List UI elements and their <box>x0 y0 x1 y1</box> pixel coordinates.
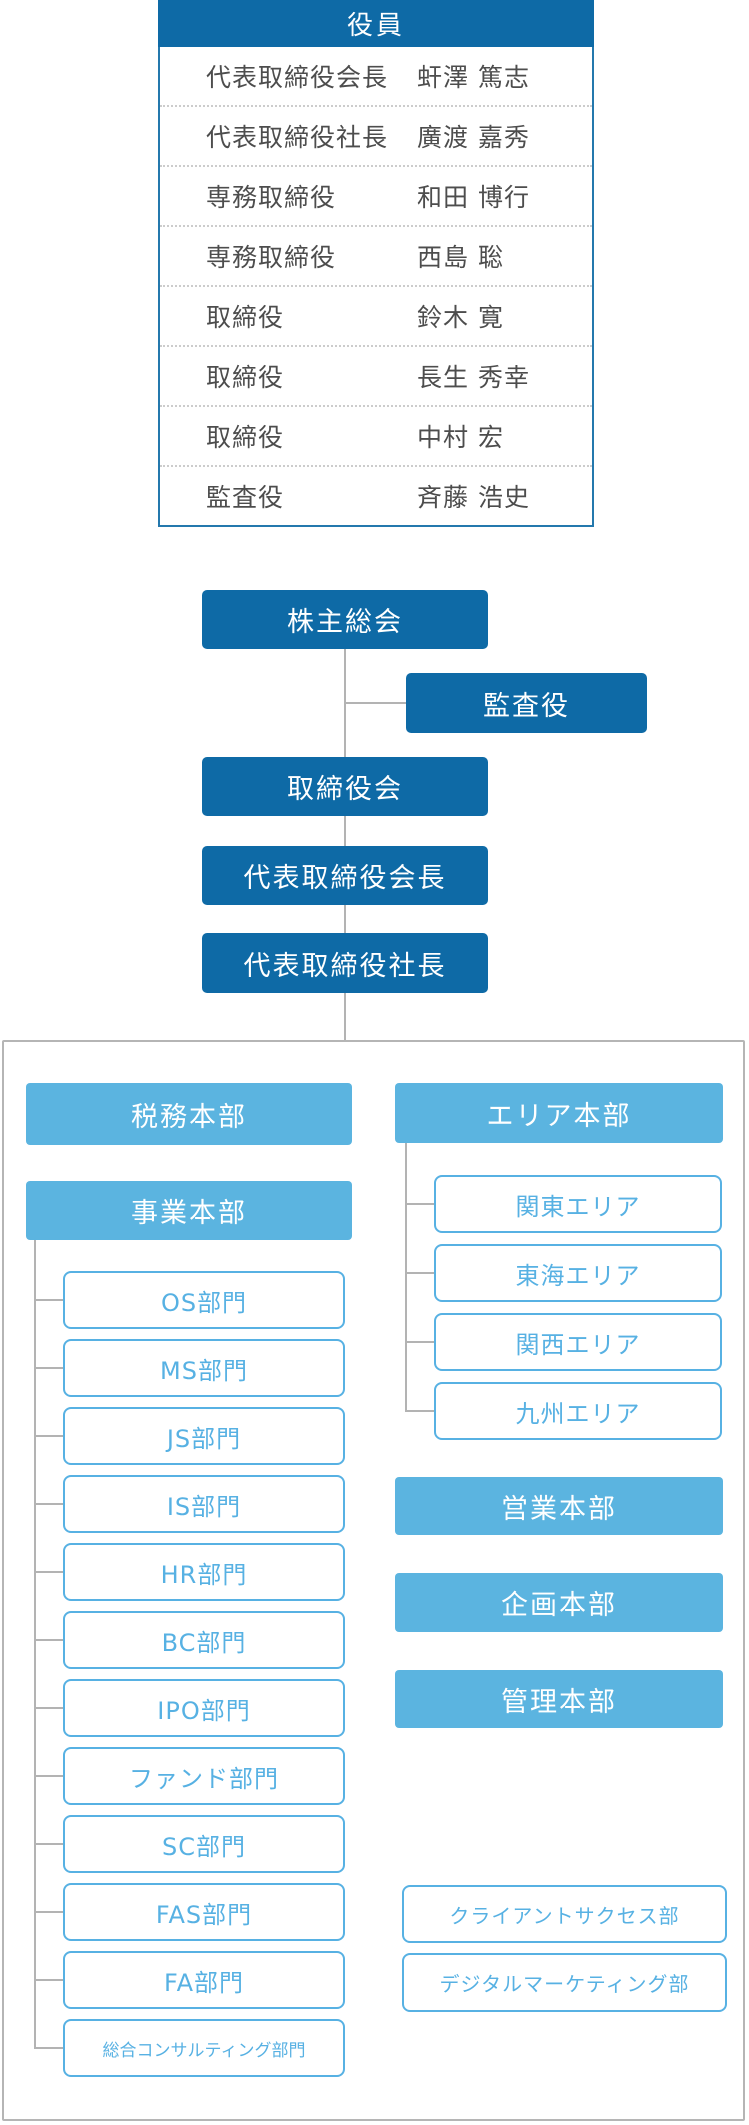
connector-elbow <box>405 1410 434 1412</box>
officers-table-header: 役員 <box>158 0 594 47</box>
table-row: 取締役 長生 秀幸 <box>160 347 592 407</box>
officer-role: 取締役 <box>206 303 285 332</box>
department-box: FA部門 <box>34 1951 345 2009</box>
connector-elbow <box>34 1435 63 1437</box>
officer-role: 専務取締役 <box>206 183 337 212</box>
department-label: 総合コンサルティング部門 <box>102 2040 306 2061</box>
officer-name: 西島 聡 <box>417 243 504 272</box>
admin-hq-box: 管理本部 <box>395 1670 723 1728</box>
connector-elbow <box>34 2047 63 2049</box>
table-row: 代表取締役会長 虷澤 篤志 <box>160 47 592 107</box>
area-box: 東海エリア <box>405 1244 722 1302</box>
digital-marketing-dept-box: デジタルマーケティング部 <box>402 1953 727 2012</box>
department-label: FAS部門 <box>155 1900 253 1929</box>
connector-trunk <box>34 1240 36 2048</box>
connector-elbow <box>34 1571 63 1573</box>
table-row: 取締役 鈴木 寛 <box>160 287 592 347</box>
shareholders-meeting-box: 株主総会 <box>202 590 488 649</box>
officer-role: 代表取締役会長 <box>206 63 389 92</box>
connector <box>344 905 346 933</box>
area-box: 九州エリア <box>405 1382 722 1440</box>
department-label: HR部門 <box>160 1560 248 1589</box>
connector-elbow <box>405 1203 434 1205</box>
department-box: OS部門 <box>34 1271 345 1329</box>
officer-name: 斉藤 浩史 <box>417 483 530 512</box>
connector-elbow <box>34 1639 63 1641</box>
officer-name: 長生 秀幸 <box>417 363 530 392</box>
area-label: 九州エリア <box>515 1399 641 1428</box>
department-box: IS部門 <box>34 1475 345 1533</box>
officer-role: 監査役 <box>206 483 285 512</box>
connector-elbow <box>34 1299 63 1301</box>
department-box: HR部門 <box>34 1543 345 1601</box>
business-hq-box: 事業本部 <box>26 1181 352 1240</box>
chairman-box: 代表取締役会長 <box>202 846 488 905</box>
department-label: MS部門 <box>160 1356 248 1385</box>
auditor-box: 監査役 <box>406 673 647 733</box>
tax-hq-box: 税務本部 <box>26 1083 352 1145</box>
officer-name: 和田 博行 <box>417 183 530 212</box>
president-box: 代表取締役社長 <box>202 933 488 993</box>
department-box: ファンド部門 <box>34 1747 345 1805</box>
connector-elbow <box>34 1979 63 1981</box>
department-label: ファンド部門 <box>129 1764 279 1793</box>
connector-elbow <box>34 1843 63 1845</box>
department-box: BC部門 <box>34 1611 345 1669</box>
officer-role: 専務取締役 <box>206 243 337 272</box>
department-label: IS部門 <box>166 1492 242 1521</box>
officer-name: 廣渡 嘉秀 <box>417 123 530 152</box>
connector <box>344 993 346 1041</box>
planning-hq-box: 企画本部 <box>395 1573 723 1632</box>
area-label: 東海エリア <box>515 1261 641 1290</box>
officer-role: 取締役 <box>206 423 285 452</box>
connector-elbow <box>405 1341 434 1343</box>
areas-list: 関東エリア 東海エリア 関西エリア 九州エリア <box>405 1175 722 1440</box>
department-label: IPO部門 <box>157 1696 251 1725</box>
business-departments-list: OS部門 MS部門 JS部門 IS部門 HR部門 BC部門 IPO部門 ファンド… <box>34 1271 345 2077</box>
connector-elbow <box>34 1367 63 1369</box>
department-box: JS部門 <box>34 1407 345 1465</box>
area-label: 関東エリア <box>515 1192 641 1221</box>
connector <box>345 702 406 704</box>
area-box: 関西エリア <box>405 1313 722 1371</box>
department-box: IPO部門 <box>34 1679 345 1737</box>
department-box: 総合コンサルティング部門 <box>34 2019 345 2077</box>
connector-elbow <box>34 1911 63 1913</box>
table-row: 専務取締役 和田 博行 <box>160 167 592 227</box>
department-label: FA部門 <box>163 1968 245 1997</box>
connector-elbow <box>405 1272 434 1274</box>
divisions-container: 税務本部 事業本部 OS部門 MS部門 JS部門 IS部門 HR部門 BC部門 … <box>2 1040 745 2121</box>
officer-name: 中村 宏 <box>417 423 504 452</box>
area-hq-box: エリア本部 <box>395 1083 723 1143</box>
officer-name: 鈴木 寛 <box>417 303 504 332</box>
officers-table: 役員 代表取締役会長 虷澤 篤志 代表取締役社長 廣渡 嘉秀 専務取締役 和田 … <box>158 0 594 527</box>
table-row: 監査役 斉藤 浩史 <box>160 467 592 525</box>
table-row: 代表取締役社長 廣渡 嘉秀 <box>160 107 592 167</box>
department-box: MS部門 <box>34 1339 345 1397</box>
department-label: OS部門 <box>160 1288 248 1317</box>
officer-role: 代表取締役社長 <box>206 123 389 152</box>
table-row: 専務取締役 西島 聡 <box>160 227 592 287</box>
officer-role: 取締役 <box>206 363 285 392</box>
department-label: SC部門 <box>162 1832 246 1861</box>
department-box: FAS部門 <box>34 1883 345 1941</box>
connector-trunk <box>405 1143 407 1411</box>
board-of-directors-box: 取締役会 <box>202 757 488 816</box>
sales-hq-box: 営業本部 <box>395 1477 723 1535</box>
table-row: 取締役 中村 宏 <box>160 407 592 467</box>
connector-elbow <box>34 1775 63 1777</box>
connector <box>344 816 346 846</box>
client-success-dept-box: クライアントサクセス部 <box>402 1885 727 1943</box>
department-label: JS部門 <box>166 1424 242 1453</box>
department-label: BC部門 <box>161 1628 247 1657</box>
area-label: 関西エリア <box>515 1330 641 1359</box>
department-box: SC部門 <box>34 1815 345 1873</box>
connector-elbow <box>34 1503 63 1505</box>
officer-name: 虷澤 篤志 <box>417 63 530 92</box>
area-box: 関東エリア <box>405 1175 722 1233</box>
connector-elbow <box>34 1707 63 1709</box>
